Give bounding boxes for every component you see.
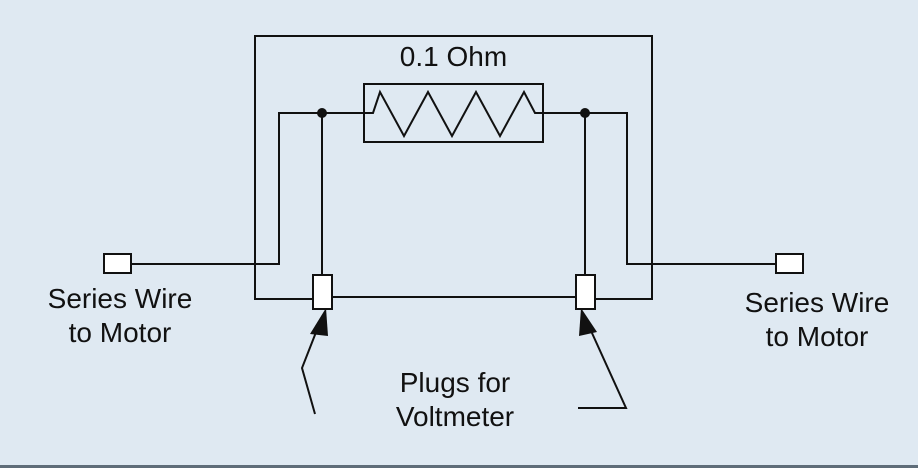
left-terminal xyxy=(103,253,132,274)
left-terminal-label-line1: Series Wire xyxy=(47,283,193,314)
left-junction-dot xyxy=(317,108,327,118)
right-terminal-label-line1: Series Wire xyxy=(744,287,890,318)
right-voltmeter-plug xyxy=(575,274,596,310)
resistor-label: 0.1 Ohm xyxy=(399,41,508,72)
right-terminal xyxy=(775,253,804,274)
left-voltmeter-plug xyxy=(312,274,333,310)
left-pointer-line xyxy=(300,321,321,415)
voltmeter-label-line1: Plugs for xyxy=(399,367,511,398)
voltmeter-label-line2: Voltmeter xyxy=(395,401,515,432)
right-terminal-label: Series Wire to Motor xyxy=(717,286,917,354)
right-pointer-line xyxy=(578,321,628,409)
right-arrowhead xyxy=(579,308,597,336)
right-terminal-label-line2: to Motor xyxy=(765,321,869,352)
right-junction-dot xyxy=(580,108,590,118)
left-terminal-label: Series Wire to Motor xyxy=(20,282,220,350)
voltmeter-label: Plugs for Voltmeter xyxy=(355,366,555,434)
left-series-wire xyxy=(131,112,364,265)
left-arrowhead xyxy=(310,308,328,336)
left-terminal-label-line2: to Motor xyxy=(68,317,172,348)
right-series-wire xyxy=(543,112,776,265)
resistor-zigzag xyxy=(364,89,543,139)
enclosure-outline xyxy=(254,35,653,300)
